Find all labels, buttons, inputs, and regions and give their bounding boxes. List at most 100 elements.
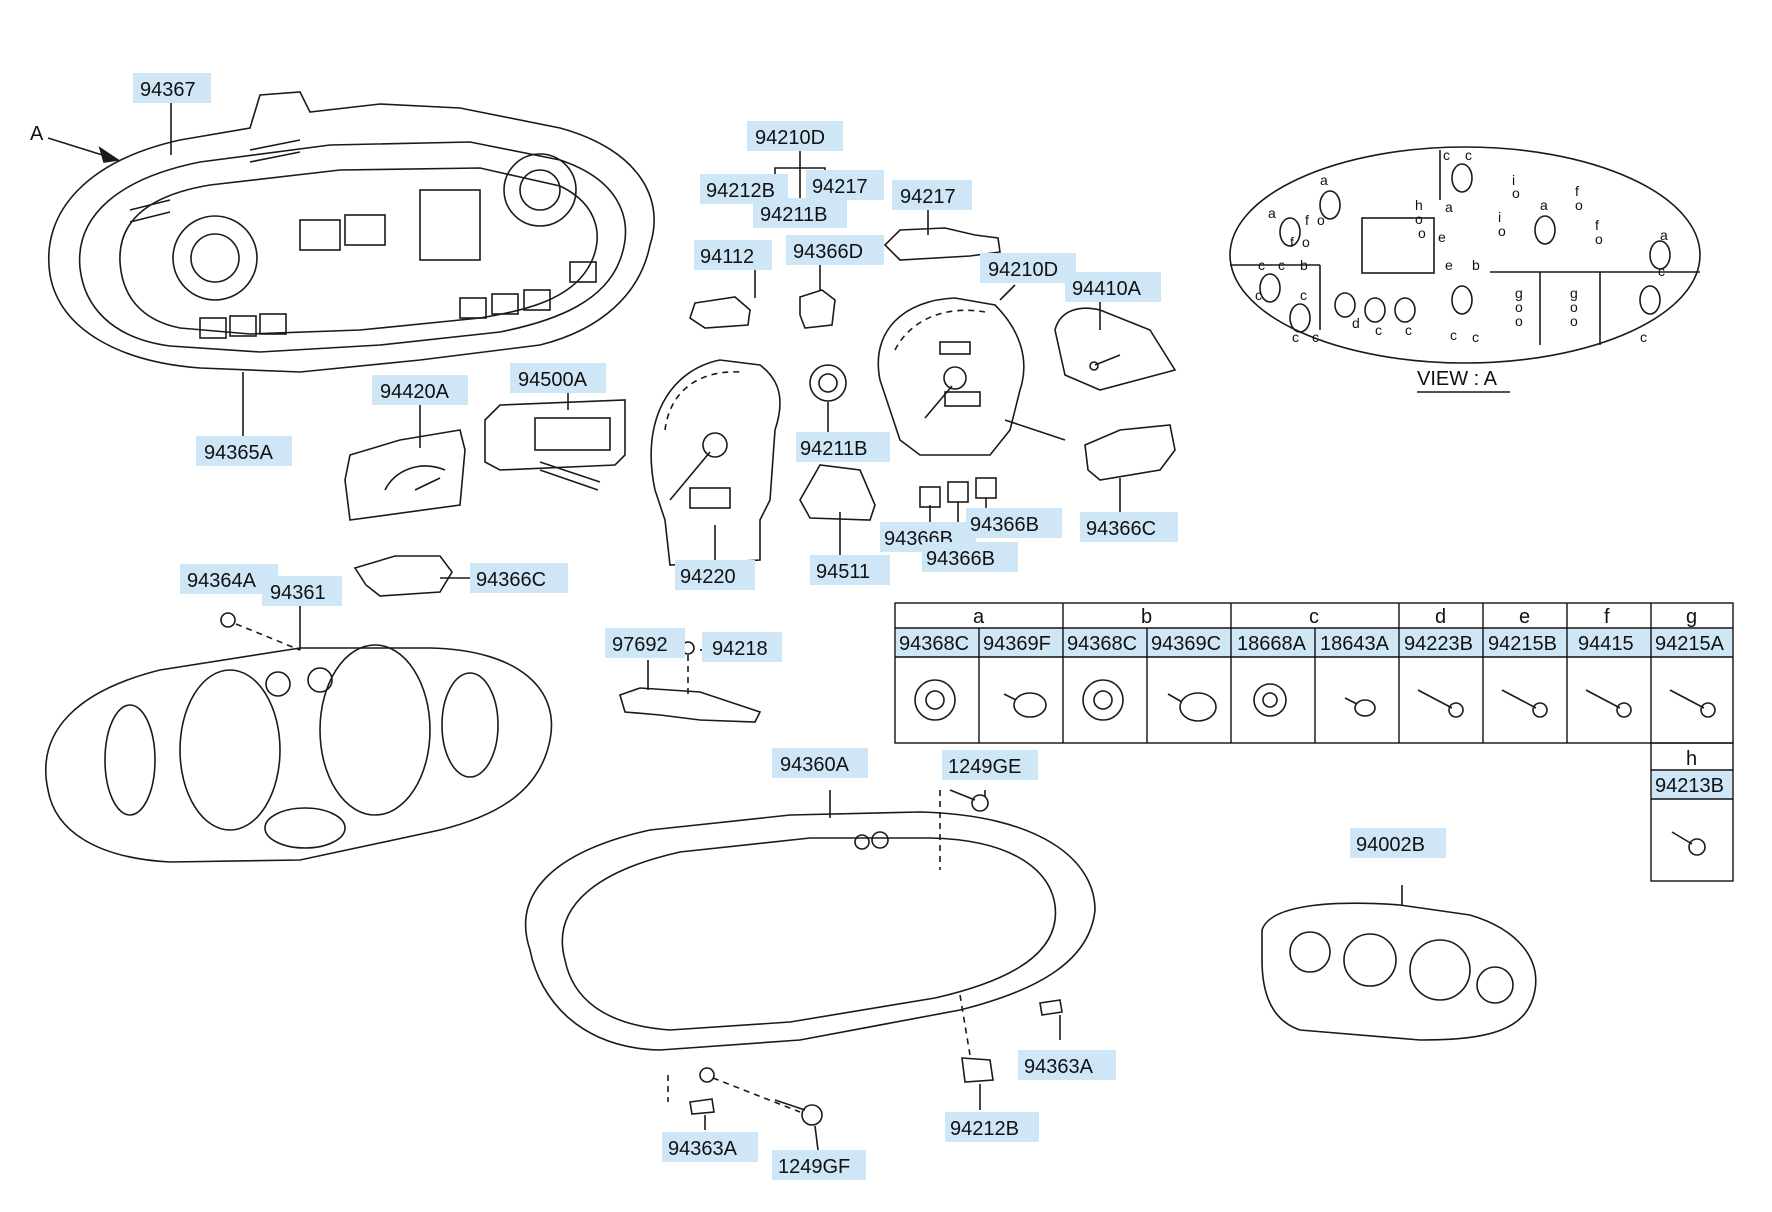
- svg-text:c: c: [1300, 287, 1307, 303]
- svg-text:c: c: [1450, 327, 1457, 343]
- svg-text:o: o: [1570, 313, 1578, 329]
- label-94363A-bottom: 94363A: [668, 1138, 738, 1160]
- label-1249GF: 1249GF: [778, 1156, 850, 1178]
- svg-text:c: c: [1405, 322, 1412, 338]
- pad-94363A-right: [1039, 999, 1063, 1016]
- cluster-housing-94367: [48, 91, 655, 373]
- table-part-4: 94369C: [1151, 633, 1221, 655]
- label-94366B-c: 94366B: [926, 548, 995, 570]
- svg-text:c: c: [1278, 257, 1285, 273]
- label-94217-top: 94217: [812, 176, 868, 198]
- label-94367: 94367: [140, 79, 196, 101]
- table-group-f: f: [1604, 606, 1610, 628]
- label-94211B: 94211B: [800, 438, 867, 460]
- gauge-94220: [650, 359, 781, 566]
- lens-94366C-right: [1084, 424, 1176, 481]
- label-94210D: 94210D: [988, 259, 1058, 281]
- bezel-plate-94361: [45, 612, 553, 863]
- glass-cover-94360A: [524, 790, 1096, 1113]
- short-screw-icon: [1671, 831, 1706, 856]
- leader-lines: [170, 103, 1403, 1151]
- svg-text:o: o: [1570, 299, 1578, 315]
- view-a-arrow: A: [30, 123, 121, 163]
- label-94212B-top: 94212B: [706, 180, 775, 202]
- label-1249GE: 1249GE: [948, 756, 1021, 778]
- label-94002B: 94002B: [1356, 834, 1425, 856]
- screw-1249GE: [949, 789, 989, 812]
- lens-94366C-left: [353, 555, 453, 597]
- table-group-a: a: [973, 606, 985, 628]
- svg-text:c: c: [1640, 329, 1647, 345]
- label-94360A: 94360A: [780, 754, 850, 776]
- table-group-b: b: [1141, 606, 1152, 628]
- view-marker-text: A: [30, 123, 44, 145]
- view-caption: VIEW : A: [1417, 368, 1498, 390]
- label-94363A-right: 94363A: [1024, 1056, 1094, 1078]
- svg-text:b: b: [1300, 257, 1308, 273]
- part-94366D: [799, 289, 836, 329]
- svg-text:d: d: [1352, 315, 1360, 331]
- svg-text:a: a: [1445, 199, 1453, 215]
- svg-text:a: a: [1660, 227, 1668, 243]
- bulb-94211B: [809, 364, 847, 402]
- svg-text:f: f: [1290, 234, 1294, 250]
- svg-text:e: e: [1438, 229, 1446, 245]
- svg-text:g: g: [1515, 285, 1523, 301]
- svg-text:o: o: [1575, 197, 1583, 213]
- label-94420A: 94420A: [380, 381, 450, 403]
- svg-text:a: a: [1320, 172, 1328, 188]
- svg-text:f: f: [1305, 212, 1309, 228]
- label-97692: 97692: [612, 634, 668, 656]
- table-group-d: d: [1435, 606, 1446, 628]
- view-a-diagram: VIEW : A c c a a f o f o h o a o e i o i…: [1229, 146, 1701, 393]
- svg-text:c: c: [1443, 147, 1450, 163]
- part-labels: 94367 94365A 94420A 94500A 94210D 94212B…: [133, 73, 1446, 1180]
- svg-text:c: c: [1375, 322, 1382, 338]
- table-group-c: c: [1309, 606, 1319, 628]
- module-94500A: [484, 399, 626, 491]
- label-94361: 94361: [270, 582, 326, 604]
- label-94218: 94218: [712, 638, 768, 660]
- screw-1249GF: [774, 1099, 823, 1126]
- table-part-1: 94368C: [899, 633, 969, 655]
- bracket-94511: [799, 464, 876, 521]
- table-group-e: e: [1519, 606, 1530, 628]
- svg-text:c: c: [1658, 263, 1665, 279]
- svg-text:o: o: [1302, 234, 1310, 250]
- label-94366C-right: 94366C: [1086, 518, 1156, 540]
- table-part-6: 18643A: [1320, 633, 1390, 655]
- label-94210D-top: 94210D: [755, 127, 825, 149]
- table-part-3: 94368C: [1067, 633, 1137, 655]
- svg-text:o: o: [1415, 211, 1423, 227]
- table-part-8: 94215B: [1488, 633, 1557, 655]
- bulb-socket-icon: [914, 679, 1287, 721]
- table-part-7: 94223B: [1404, 633, 1473, 655]
- table-part-2: 94369F: [983, 633, 1051, 655]
- label-94500A: 94500A: [518, 369, 588, 391]
- label-94212B-bottom: 94212B: [950, 1118, 1019, 1140]
- svg-text:f: f: [1575, 183, 1579, 199]
- view-a-letters: c c a a f o f o h o a o e i o i o a f o …: [1255, 147, 1668, 345]
- label-94217: 94217: [900, 186, 956, 208]
- svg-text:o: o: [1317, 212, 1325, 228]
- table-group-h: h: [1686, 748, 1697, 770]
- svg-text:i: i: [1498, 209, 1501, 225]
- label-94112: 94112: [700, 246, 754, 268]
- svg-text:o: o: [1515, 299, 1523, 315]
- svg-text:f: f: [1595, 217, 1599, 233]
- svg-text:o: o: [1418, 225, 1426, 241]
- screw-icon: [1417, 689, 1716, 718]
- label-94366C-left: 94366C: [476, 569, 546, 591]
- label-94410A: 94410A: [1072, 278, 1142, 300]
- bracket-94217: [883, 227, 1001, 261]
- svg-text:c: c: [1472, 329, 1479, 345]
- svg-text:o: o: [1515, 313, 1523, 329]
- pad-94363A-bottom: [689, 1098, 715, 1115]
- speedometer-94210D: [877, 297, 1066, 456]
- svg-text:i: i: [1512, 172, 1515, 188]
- svg-text:o: o: [1498, 223, 1506, 239]
- label-94365A: 94365A: [204, 442, 274, 464]
- svg-text:g: g: [1570, 285, 1578, 301]
- label-94364A: 94364A: [187, 570, 257, 592]
